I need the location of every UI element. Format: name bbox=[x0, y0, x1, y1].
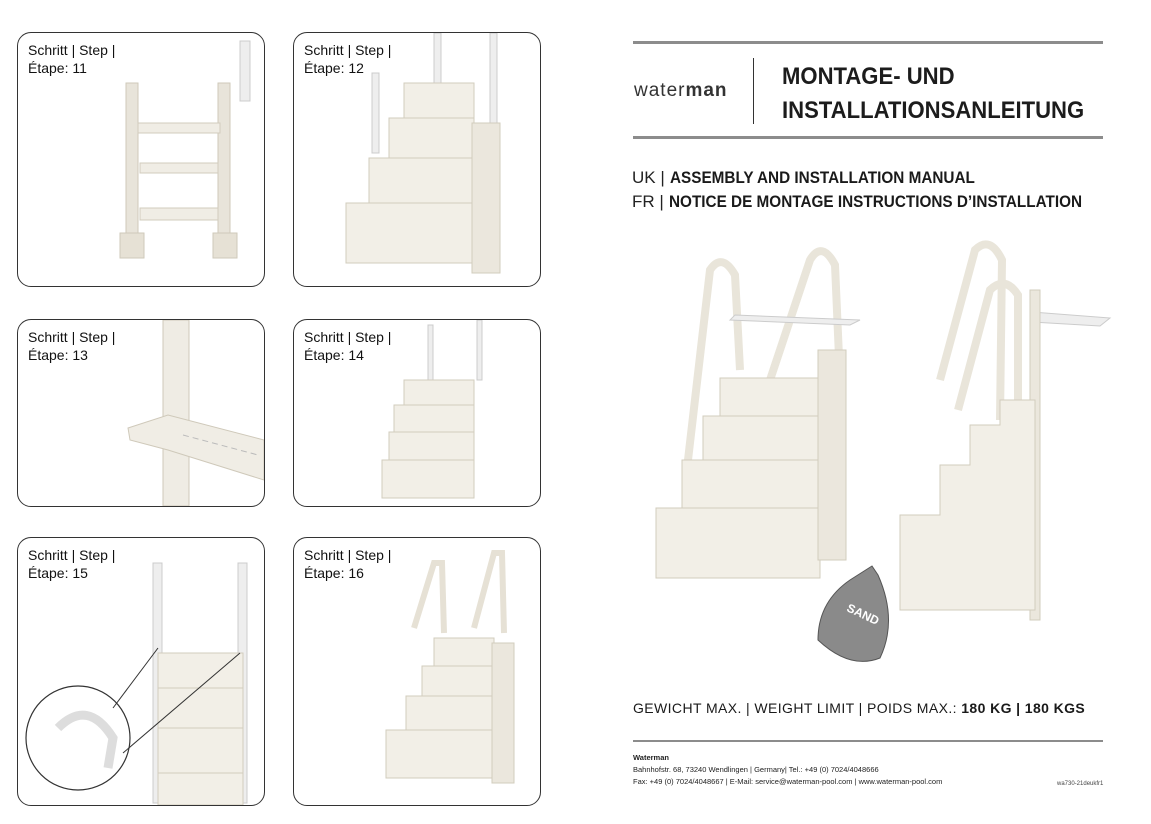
step-16-image bbox=[385, 550, 515, 784]
sand-bag-icon: SAND bbox=[817, 565, 889, 662]
lang-uk-line: UK | ASSEMBLY AND INSTALLATION MANUAL bbox=[632, 168, 975, 187]
ladder-side-view bbox=[899, 240, 1112, 621]
step-11-caption: Schritt | Step |Étape: 11 bbox=[28, 42, 116, 76]
document-reference: wa730-21deukfr1 bbox=[1057, 781, 1104, 787]
step-11-panel: Schritt | Step |Étape: 11 bbox=[17, 32, 265, 287]
product-image: SAND bbox=[655, 240, 1112, 662]
step-11-image bbox=[119, 40, 251, 259]
step-14-caption: Schritt | Step |Étape: 14 bbox=[304, 329, 392, 363]
step-13-caption: Schritt | Step |Étape: 13 bbox=[28, 329, 116, 363]
step-15-image bbox=[25, 562, 248, 805]
step-16-panel: Schritt | Step |Étape: 16 bbox=[293, 537, 541, 806]
ladder-front-view bbox=[655, 247, 861, 579]
step-13-image bbox=[127, 320, 264, 506]
step-14-panel: Schritt | Step |Étape: 14 bbox=[293, 319, 541, 507]
step-15-panel: Schritt | Step |Étape: 15 bbox=[17, 537, 265, 806]
weight-limit: GEWICHT MAX. | WEIGHT LIMIT | POIDS MAX.… bbox=[633, 700, 1086, 716]
step-15-caption: Schritt | Step |Étape: 15 bbox=[28, 547, 116, 581]
header-bottom-rule bbox=[633, 136, 1103, 139]
top-rule bbox=[633, 41, 1103, 44]
lang-fr-line: FR | NOTICE DE MONTAGE INSTRUCTIONS D’IN… bbox=[632, 192, 1082, 211]
step-12-caption: Schritt | Step |Étape: 12 bbox=[304, 42, 392, 76]
document-title: MONTAGE- UND INSTALLATIONSANLEITUNG bbox=[782, 63, 1085, 124]
footer-rule bbox=[633, 740, 1103, 742]
step-12-image bbox=[345, 33, 501, 274]
step-12-panel: Schritt | Step |Étape: 12 bbox=[293, 32, 541, 287]
footer-contact: Waterman Bahnhofstr. 68, 73240 Wendlinge… bbox=[633, 753, 943, 786]
brand-logo: waterman bbox=[634, 80, 728, 101]
step-16-caption: Schritt | Step |Étape: 16 bbox=[304, 547, 392, 581]
header-divider bbox=[753, 58, 754, 124]
step-14-image bbox=[381, 320, 483, 499]
step-13-panel: Schritt | Step |Étape: 13 bbox=[17, 319, 265, 507]
